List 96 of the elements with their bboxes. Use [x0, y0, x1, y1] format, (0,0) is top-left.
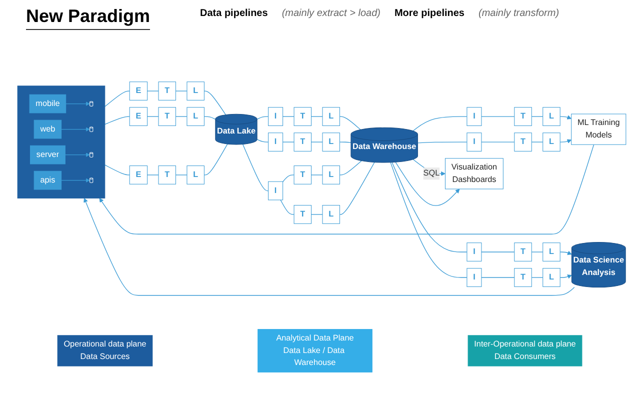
connector: [310, 174, 323, 176]
arrow: [99, 144, 594, 234]
node-box: I: [466, 107, 482, 126]
connector: [531, 277, 544, 278]
arrow: [560, 115, 572, 120]
node-box: I: [466, 242, 482, 262]
arrow: [560, 274, 572, 279]
node-box: T: [514, 107, 532, 126]
node-box: mobile: [29, 94, 66, 114]
node-box: Analytical Data Plane Data Lake / Data Warehouse: [258, 329, 372, 372]
node-box: server: [30, 145, 66, 164]
connector: [256, 116, 269, 120]
node-box: T: [514, 268, 532, 287]
connector: [146, 90, 159, 92]
connector: [412, 116, 468, 132]
node-cylinder: [90, 101, 94, 106]
arrow: [60, 178, 90, 183]
node-box: T: [294, 205, 312, 224]
note-text: More pipelines: [394, 8, 464, 19]
arrow: [66, 102, 90, 106]
connector: [417, 142, 468, 144]
title: New Paradigm: [26, 6, 150, 30]
arrow: [560, 139, 572, 144]
connector: [481, 116, 515, 117]
node-box: L: [542, 242, 560, 262]
node-box: L: [186, 166, 204, 184]
node-cylinder: [90, 178, 94, 183]
node-box: T: [158, 82, 176, 100]
node-box: T: [514, 242, 532, 262]
connector: [280, 200, 294, 215]
node-box: I: [268, 107, 284, 126]
arrow: [60, 127, 90, 132]
node-box: I: [268, 181, 284, 200]
note-text: (mainly transform): [478, 8, 560, 19]
node-box: I: [466, 268, 482, 287]
connector: [392, 162, 468, 252]
node-box: L: [542, 268, 560, 287]
edge-label: SQL: [423, 169, 440, 178]
arrow: [395, 162, 460, 206]
node-box: web: [34, 120, 62, 139]
node-box: E: [129, 82, 148, 100]
arrow: [64, 152, 90, 158]
node-box: Operational data plane Data Sources: [57, 335, 153, 366]
connector: [242, 144, 269, 192]
node-box: L: [186, 107, 204, 126]
node-cylinder: [90, 126, 94, 132]
cluster: [17, 86, 106, 198]
node-box: L: [186, 82, 204, 100]
node-box: I: [268, 132, 284, 152]
arrow: [560, 250, 572, 255]
node-box: T: [294, 107, 312, 126]
note-text: (mainly extract > load): [282, 8, 380, 19]
node-box: T: [294, 166, 312, 184]
connector: [104, 90, 130, 107]
connector: [339, 116, 361, 130]
connector: [256, 139, 269, 142]
connector: [204, 116, 216, 120]
connector: [339, 142, 352, 143]
node-box: I: [466, 132, 482, 152]
connector: [175, 90, 188, 92]
connector: [204, 144, 228, 176]
connector: [204, 90, 226, 116]
connector: [339, 160, 362, 176]
connector: [481, 277, 515, 278]
node-box: L: [322, 107, 340, 126]
connector: [175, 174, 188, 176]
node-box: L: [322, 205, 340, 224]
connector: [282, 174, 294, 182]
connector: [390, 162, 468, 278]
connector: [146, 116, 159, 117]
node-box: L: [542, 107, 560, 126]
connector: [310, 214, 323, 215]
node-box: ML Training Models: [571, 114, 626, 145]
node-box: E: [129, 107, 148, 126]
node-cylinder: [90, 152, 94, 158]
node-box: T: [158, 166, 176, 184]
node-box: T: [514, 132, 532, 152]
node-box: T: [158, 107, 176, 126]
note-text: Data pipelines: [200, 8, 268, 19]
connector: [104, 116, 130, 125]
connector: [339, 162, 375, 215]
node-box: E: [129, 166, 148, 184]
node-box: apis: [34, 170, 62, 190]
node-box: Visualization Dashboards: [445, 158, 504, 190]
node-box: L: [322, 166, 340, 184]
connector: [175, 116, 188, 117]
connector: [146, 174, 159, 176]
node-box: L: [542, 132, 560, 152]
node-box: L: [322, 132, 340, 152]
connector: [282, 116, 294, 117]
connector: [531, 116, 544, 117]
connector: [310, 116, 323, 117]
arrow: [84, 198, 575, 296]
node-box: T: [294, 132, 312, 152]
node-box: Inter-Operational data plane Data Consumers: [468, 335, 582, 366]
connector: [104, 164, 130, 176]
